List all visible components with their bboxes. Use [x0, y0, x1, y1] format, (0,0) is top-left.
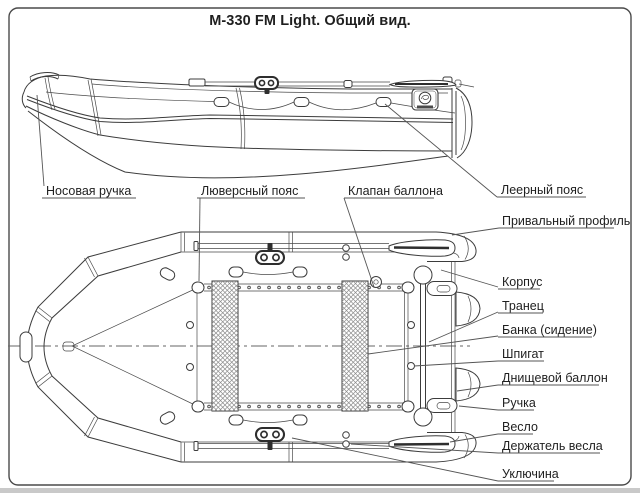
oarlock-bottom: [254, 426, 286, 450]
callout-uklyuchina: Уключина: [291, 437, 559, 482]
callout-banka: Банка (сидение): [367, 323, 597, 355]
transom-knob: [413, 407, 433, 427]
bow-inner-outline: [43, 251, 182, 443]
bow-tube-handle: [159, 411, 176, 425]
callout-nosovaya-ruchka: Носовая ручка: [36, 94, 136, 199]
bow-floor-fitting: [62, 341, 75, 352]
callout-leernyi-poyas: Леерный пояс: [384, 103, 586, 198]
transom-side: [442, 76, 475, 159]
badge-text-bar: [417, 105, 433, 109]
transom-knob: [413, 265, 433, 285]
seat-left: [211, 280, 239, 412]
scupper: [186, 363, 194, 371]
bottom-tube-cone-lower: [455, 367, 481, 402]
page-title: М-330 FM Light. Общий вид.: [209, 13, 411, 29]
rope-guide: [213, 97, 230, 107]
oarlock-top: [254, 243, 286, 266]
cockpit-floor: [62, 287, 409, 407]
callout-label: Весло: [502, 420, 538, 434]
side-view: [21, 72, 475, 179]
tube-bottom-outer: [181, 432, 477, 463]
oarlock-side: [254, 76, 279, 94]
bow-tube-handle: [159, 267, 176, 281]
callout-dnishchevoi-ballon: Днищевой баллон: [456, 371, 608, 392]
callout-label: Носовая ручка: [46, 184, 131, 198]
seat-right: [341, 280, 369, 412]
bow-nose-cap: [19, 331, 33, 363]
stern-handle-lower: [426, 398, 458, 413]
bow-handle-side: [29, 72, 60, 82]
strap-handle-bottom: [228, 414, 308, 426]
callout-label: Банка (сидение): [502, 323, 597, 337]
oar-holder: [342, 431, 350, 439]
keel-line: [27, 110, 449, 179]
oar-top-view-lower: [193, 431, 456, 453]
scupper: [407, 321, 415, 329]
oar-holder: [342, 253, 350, 261]
brand-badge: [411, 88, 439, 111]
tube-bottom-line: [25, 105, 453, 152]
callout-klapan-ballona: Клапан баллона: [343, 184, 443, 288]
callout-label: Держатель весла: [502, 439, 603, 453]
oar-holder: [342, 244, 350, 252]
callout-label: Привальный профиль: [502, 214, 630, 228]
bow-joint-line-2: [87, 78, 102, 137]
callout-label: Ручка: [502, 396, 536, 410]
tube-segment-joint: [288, 232, 293, 462]
floor-bow-v: [71, 287, 198, 407]
scupper: [186, 321, 194, 329]
strap-handle-top: [228, 266, 308, 278]
callout-derzhatel-vesla: Держатель весла: [350, 439, 603, 454]
rope-guide: [293, 97, 310, 107]
callout-ruchka: Ручка: [458, 396, 536, 411]
callout-veslo: Весло: [449, 420, 538, 443]
oar-holder-side: [343, 80, 353, 88]
callout-label: Леерный пояс: [501, 183, 583, 197]
stern-handle-upper: [426, 281, 458, 296]
callout-label: Транец: [502, 299, 544, 313]
oar-holder: [342, 440, 350, 448]
top-view: [8, 231, 481, 463]
scupper: [407, 362, 415, 370]
callout-label: Люверсный пояс: [201, 184, 298, 198]
grommet-belt-bottom: [191, 400, 415, 413]
callout-korpus: Корпус: [440, 269, 542, 290]
callout-label: Уключина: [502, 467, 559, 481]
rope-guide: [375, 97, 392, 107]
lifeline-rope-side: [45, 91, 456, 114]
border-frame: [8, 7, 632, 486]
bow-segment-joints: [35, 232, 185, 462]
rub-rail-side: [26, 95, 454, 123]
callout-label: Корпус: [502, 275, 542, 289]
bottom-tube-cone-upper: [455, 291, 481, 327]
callout-label: Днищевой баллон: [502, 371, 608, 385]
callout-privalnyi-profil: Привальный профиль: [451, 214, 630, 236]
callout-label: Шпигат: [502, 347, 544, 361]
callouts: Носовая ручка Люверсный пояс Клапан балл…: [36, 94, 630, 482]
oar-top-view-upper: [193, 239, 456, 261]
callout-tranets: Транец: [428, 299, 544, 343]
bottom-strip: [0, 488, 640, 493]
callout-shpigat: Шпигат: [413, 347, 544, 367]
callout-label: Клапан баллона: [348, 184, 443, 198]
callout-lyuversnyi-poyas: Люверсный пояс: [197, 184, 305, 282]
tube-top-outer: [181, 231, 477, 262]
